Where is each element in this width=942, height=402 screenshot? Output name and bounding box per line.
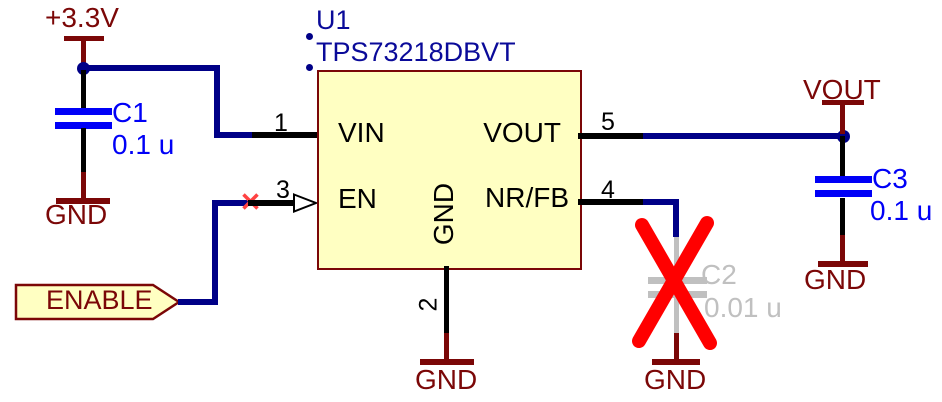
ic-refdes: U1 <box>316 5 351 35</box>
c1-refdes: C1 <box>112 97 148 128</box>
power-port-vout-label: VOUT <box>803 74 881 105</box>
power-port-3v3-label: +3.3V <box>45 2 119 33</box>
c3-plate-top <box>815 176 872 183</box>
gnd-stem-c2 <box>674 333 679 361</box>
power-bar-3v3-icon[interactable] <box>64 36 104 41</box>
c2-refdes: C2 <box>701 259 737 290</box>
power-bar-vout-icon[interactable] <box>822 100 864 105</box>
pin4-stub <box>578 199 644 205</box>
gnd-stem-c3 <box>840 235 845 263</box>
gnd-label-c1: GND <box>45 199 108 230</box>
pin1-stub <box>252 132 317 138</box>
c1-bottom-wire[interactable] <box>81 128 86 173</box>
pin2-number: 2 <box>414 297 443 312</box>
pin3-number: 3 <box>276 176 290 204</box>
gnd-bar-c2-icon[interactable] <box>652 359 700 365</box>
pin-name-nrfb: NR/FB <box>485 182 569 213</box>
gnd-bar-u1-icon[interactable] <box>420 359 474 365</box>
power-stem-vout <box>840 104 845 134</box>
pin4-number: 4 <box>601 176 615 204</box>
pin-name-gnd: GND <box>428 182 459 246</box>
c3-refdes: C3 <box>872 163 908 194</box>
en-pin-arrow-icon <box>293 193 319 213</box>
c3-top-wire[interactable] <box>840 136 845 178</box>
wire-nrfb-vertical[interactable] <box>673 199 679 237</box>
wire-enable-vertical[interactable] <box>212 200 218 305</box>
c1-top-wire[interactable] <box>81 70 86 110</box>
gnd-label-u1: GND <box>415 364 478 395</box>
c2-delete-cross-icon[interactable] <box>628 212 724 354</box>
pin-name-vin: VIN <box>338 117 385 148</box>
wire-vin-horizontal[interactable] <box>83 65 219 71</box>
power-stem-3v3 <box>81 40 86 68</box>
c2-top-wire[interactable] <box>674 237 679 279</box>
wire-vin-to-pin1[interactable] <box>214 132 258 138</box>
ic-body-u1[interactable]: VIN VOUT EN NR/FB GND <box>317 70 582 270</box>
pin-name-en: EN <box>338 183 377 214</box>
gnd-bar-c3-icon[interactable] <box>818 261 868 267</box>
gnd-stem-c1 <box>81 172 86 200</box>
part-anchor-dot <box>306 64 313 71</box>
refdes-anchor-dot <box>306 33 313 40</box>
c1-value: 0.1 u <box>112 129 175 160</box>
pin-name-vout: VOUT <box>483 117 561 148</box>
gnd-label-c2: GND <box>644 364 707 395</box>
wire-nrfb-horizontal[interactable] <box>643 199 679 205</box>
c2-bottom-wire[interactable] <box>674 298 679 334</box>
c3-bottom-wire[interactable] <box>840 198 845 236</box>
enable-flag-label: ENABLE <box>46 285 153 315</box>
gnd-bar-c1-icon[interactable] <box>56 198 110 204</box>
gnd-stem-u1 <box>444 333 449 361</box>
ic-part-number: TPS73218DBVT <box>316 37 516 67</box>
c1-capacitor[interactable] <box>55 106 112 132</box>
pin3-stub <box>248 200 296 206</box>
c3-capacitor[interactable] <box>815 174 872 200</box>
c3-value: 0.1 u <box>870 195 933 226</box>
wire-vin-vertical[interactable] <box>214 65 220 138</box>
gnd-label-c3: GND <box>804 264 867 295</box>
c1-plate-top <box>55 108 112 115</box>
enable-flag-shape[interactable] <box>14 283 182 321</box>
c2-value: 0.01 u <box>704 292 782 323</box>
pin5-number: 5 <box>601 108 615 136</box>
wire-vout[interactable] <box>643 133 843 139</box>
wire-enable-to-pin3[interactable] <box>212 200 250 206</box>
wire-enable-horizontal[interactable] <box>178 299 218 305</box>
c3-plate-bottom <box>815 190 872 197</box>
pin2-wire[interactable] <box>444 266 449 334</box>
pin5-stub <box>578 133 644 139</box>
c1-plate-bottom <box>55 122 112 129</box>
pin1-number: 1 <box>274 109 288 137</box>
